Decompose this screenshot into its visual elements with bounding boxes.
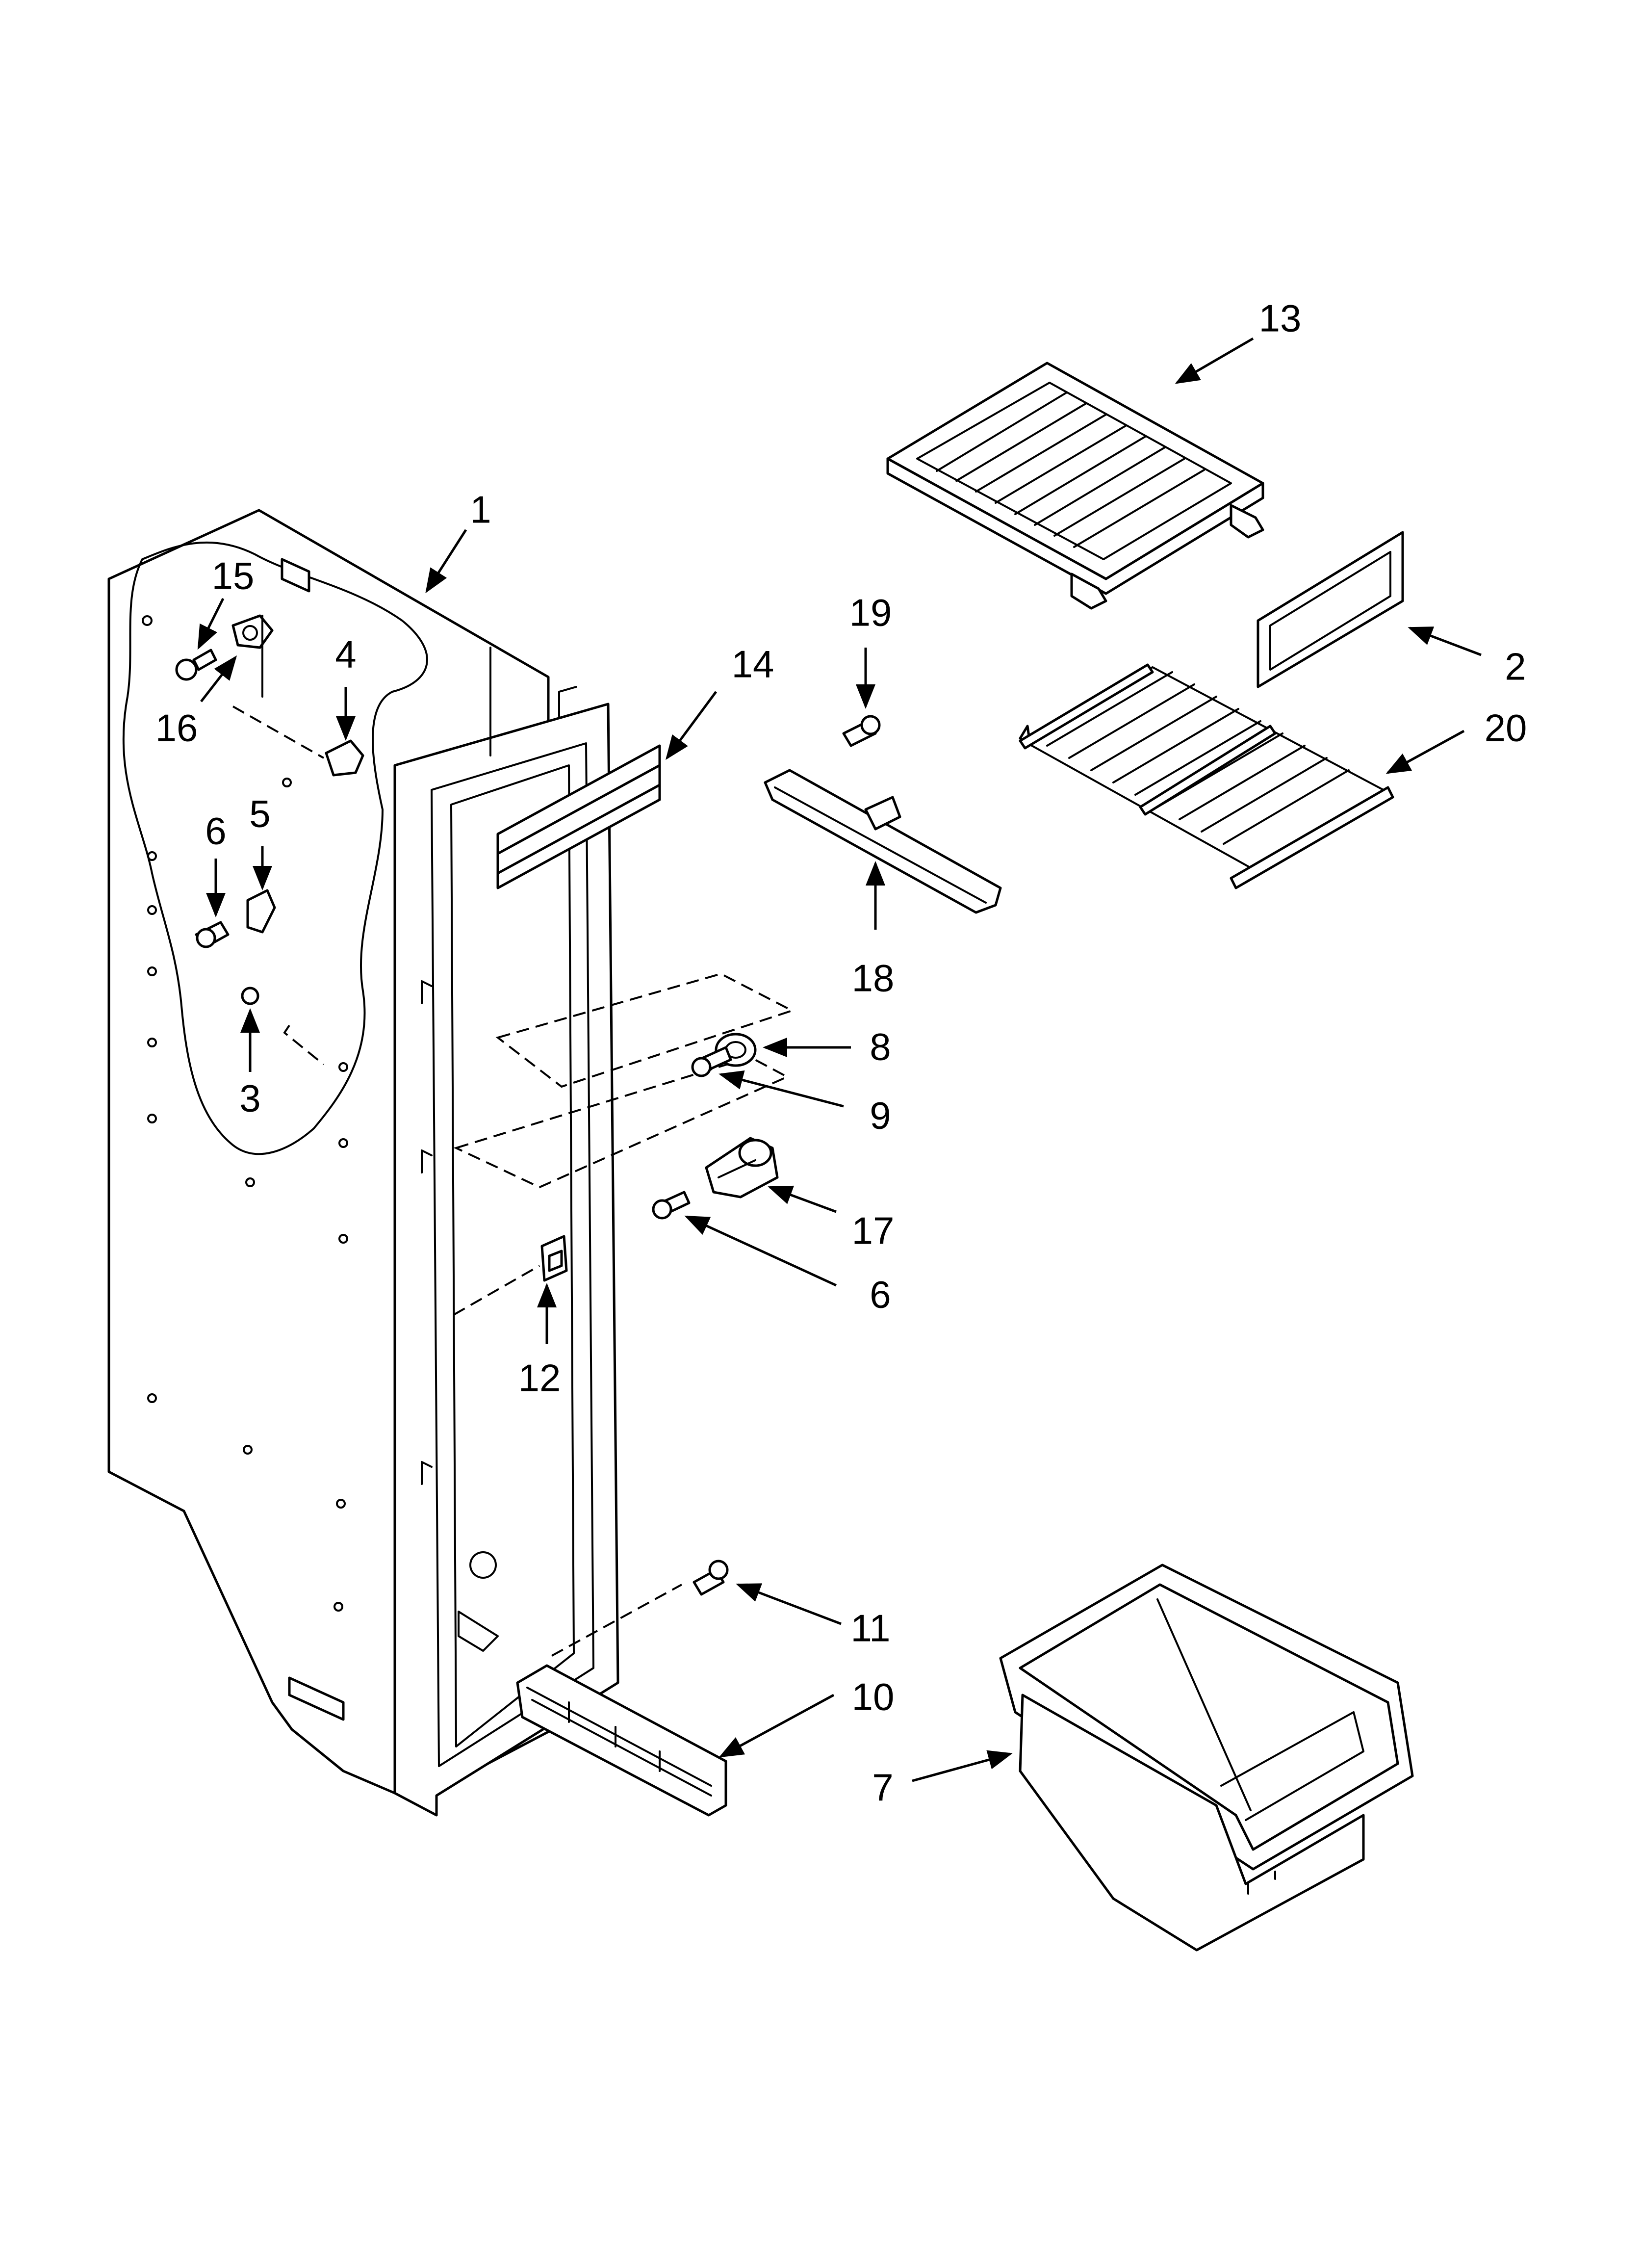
shelf-frame [886, 362, 1264, 610]
mount-line-12 [453, 1265, 540, 1316]
roller-part [691, 1033, 757, 1077]
callout-3: 3 [239, 1077, 260, 1120]
glass-panel [1257, 531, 1404, 688]
callout-6-left: 6 [205, 809, 226, 853]
light-bulb [175, 649, 217, 681]
mount-line-3 [283, 1024, 325, 1066]
callout-4: 4 [335, 633, 356, 676]
plug-part [241, 987, 259, 1005]
callout-16: 16 [155, 706, 198, 750]
callout-5: 5 [249, 792, 270, 835]
screw-11 [693, 1560, 729, 1596]
wire-shelf [1019, 663, 1394, 889]
screw-19 [842, 715, 881, 747]
callouts: 1 15 16 4 5 6 3 14 19 18 13 2 20 8 9 17 … [155, 297, 1527, 1809]
callout-19: 19 [849, 591, 892, 634]
callout-14: 14 [732, 643, 774, 686]
grille-part [516, 1664, 727, 1817]
callout-12: 12 [518, 1356, 561, 1400]
mount-outline-lower [453, 1056, 790, 1189]
callout-18: 18 [852, 957, 895, 1000]
freezer-liner [107, 509, 619, 1817]
callout-2: 2 [1505, 645, 1526, 688]
callout-15: 15 [212, 554, 255, 598]
vent-cover [496, 744, 661, 889]
bracket-part [246, 889, 276, 934]
clip-part [325, 739, 364, 777]
support-bracket [705, 1137, 779, 1199]
switch-part [540, 1235, 568, 1282]
callout-13: 13 [1259, 297, 1302, 340]
mount-line-4 [232, 705, 324, 759]
callout-11: 11 [851, 1607, 891, 1650]
callout-6-right: 6 [870, 1273, 891, 1316]
callout-9: 9 [870, 1094, 891, 1137]
screw-left [195, 921, 230, 948]
callout-20: 20 [1485, 706, 1527, 750]
callout-7: 7 [872, 1766, 893, 1809]
leader-lines [197, 337, 1482, 1782]
mount-line-11 [551, 1584, 682, 1657]
callout-8: 8 [870, 1025, 891, 1069]
shelf-rail [764, 769, 1002, 914]
storage-bin [999, 1564, 1414, 1952]
light-socket [231, 614, 274, 698]
callout-10: 10 [852, 1675, 895, 1719]
callout-17: 17 [852, 1209, 895, 1252]
screw-right [652, 1191, 691, 1220]
callout-1: 1 [470, 488, 491, 531]
